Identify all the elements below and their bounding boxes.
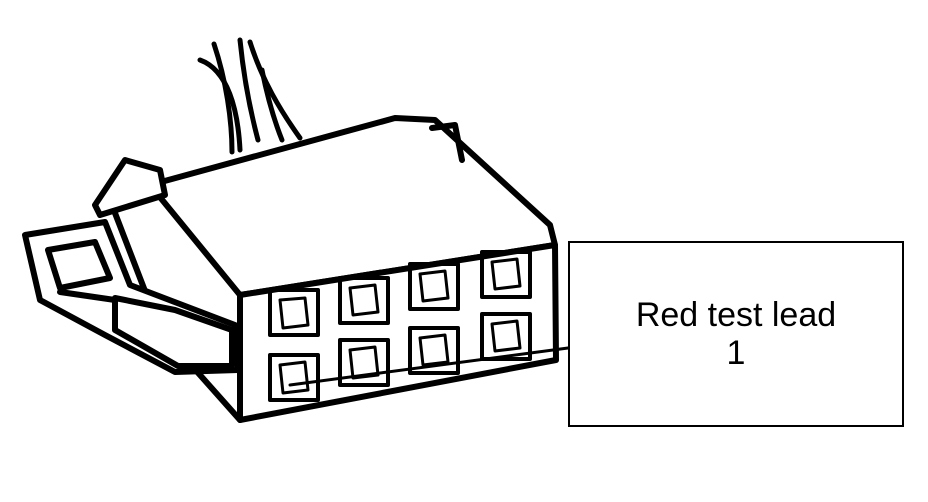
callout-box: Red test lead 1	[568, 241, 904, 427]
wire	[237, 37, 261, 143]
rear-tab	[429, 122, 465, 163]
terminal-cavity	[268, 288, 320, 337]
wire	[211, 41, 235, 155]
terminal-cavity	[408, 326, 460, 375]
wire-bundle	[197, 37, 303, 155]
terminal-details	[278, 257, 522, 395]
terminal-cavity	[480, 250, 532, 299]
terminal-cavity	[480, 312, 532, 361]
locking-tab	[92, 157, 168, 218]
terminal-cavity	[268, 353, 320, 402]
wire	[197, 57, 243, 153]
terminal-cavity	[408, 262, 460, 311]
side-latch-lever	[112, 295, 235, 369]
side-latch-outer	[22, 219, 241, 375]
terminal-cavity	[338, 276, 390, 325]
callout-label: Red test lead	[635, 296, 837, 334]
terminal-cavities	[268, 250, 532, 402]
wire	[259, 67, 285, 143]
terminal-cavity	[338, 338, 390, 387]
side-latch-inner	[45, 239, 113, 291]
wire	[247, 39, 303, 141]
leader-line	[288, 346, 570, 387]
side-latch-slot	[57, 289, 118, 303]
callout-number: 1	[726, 334, 746, 372]
